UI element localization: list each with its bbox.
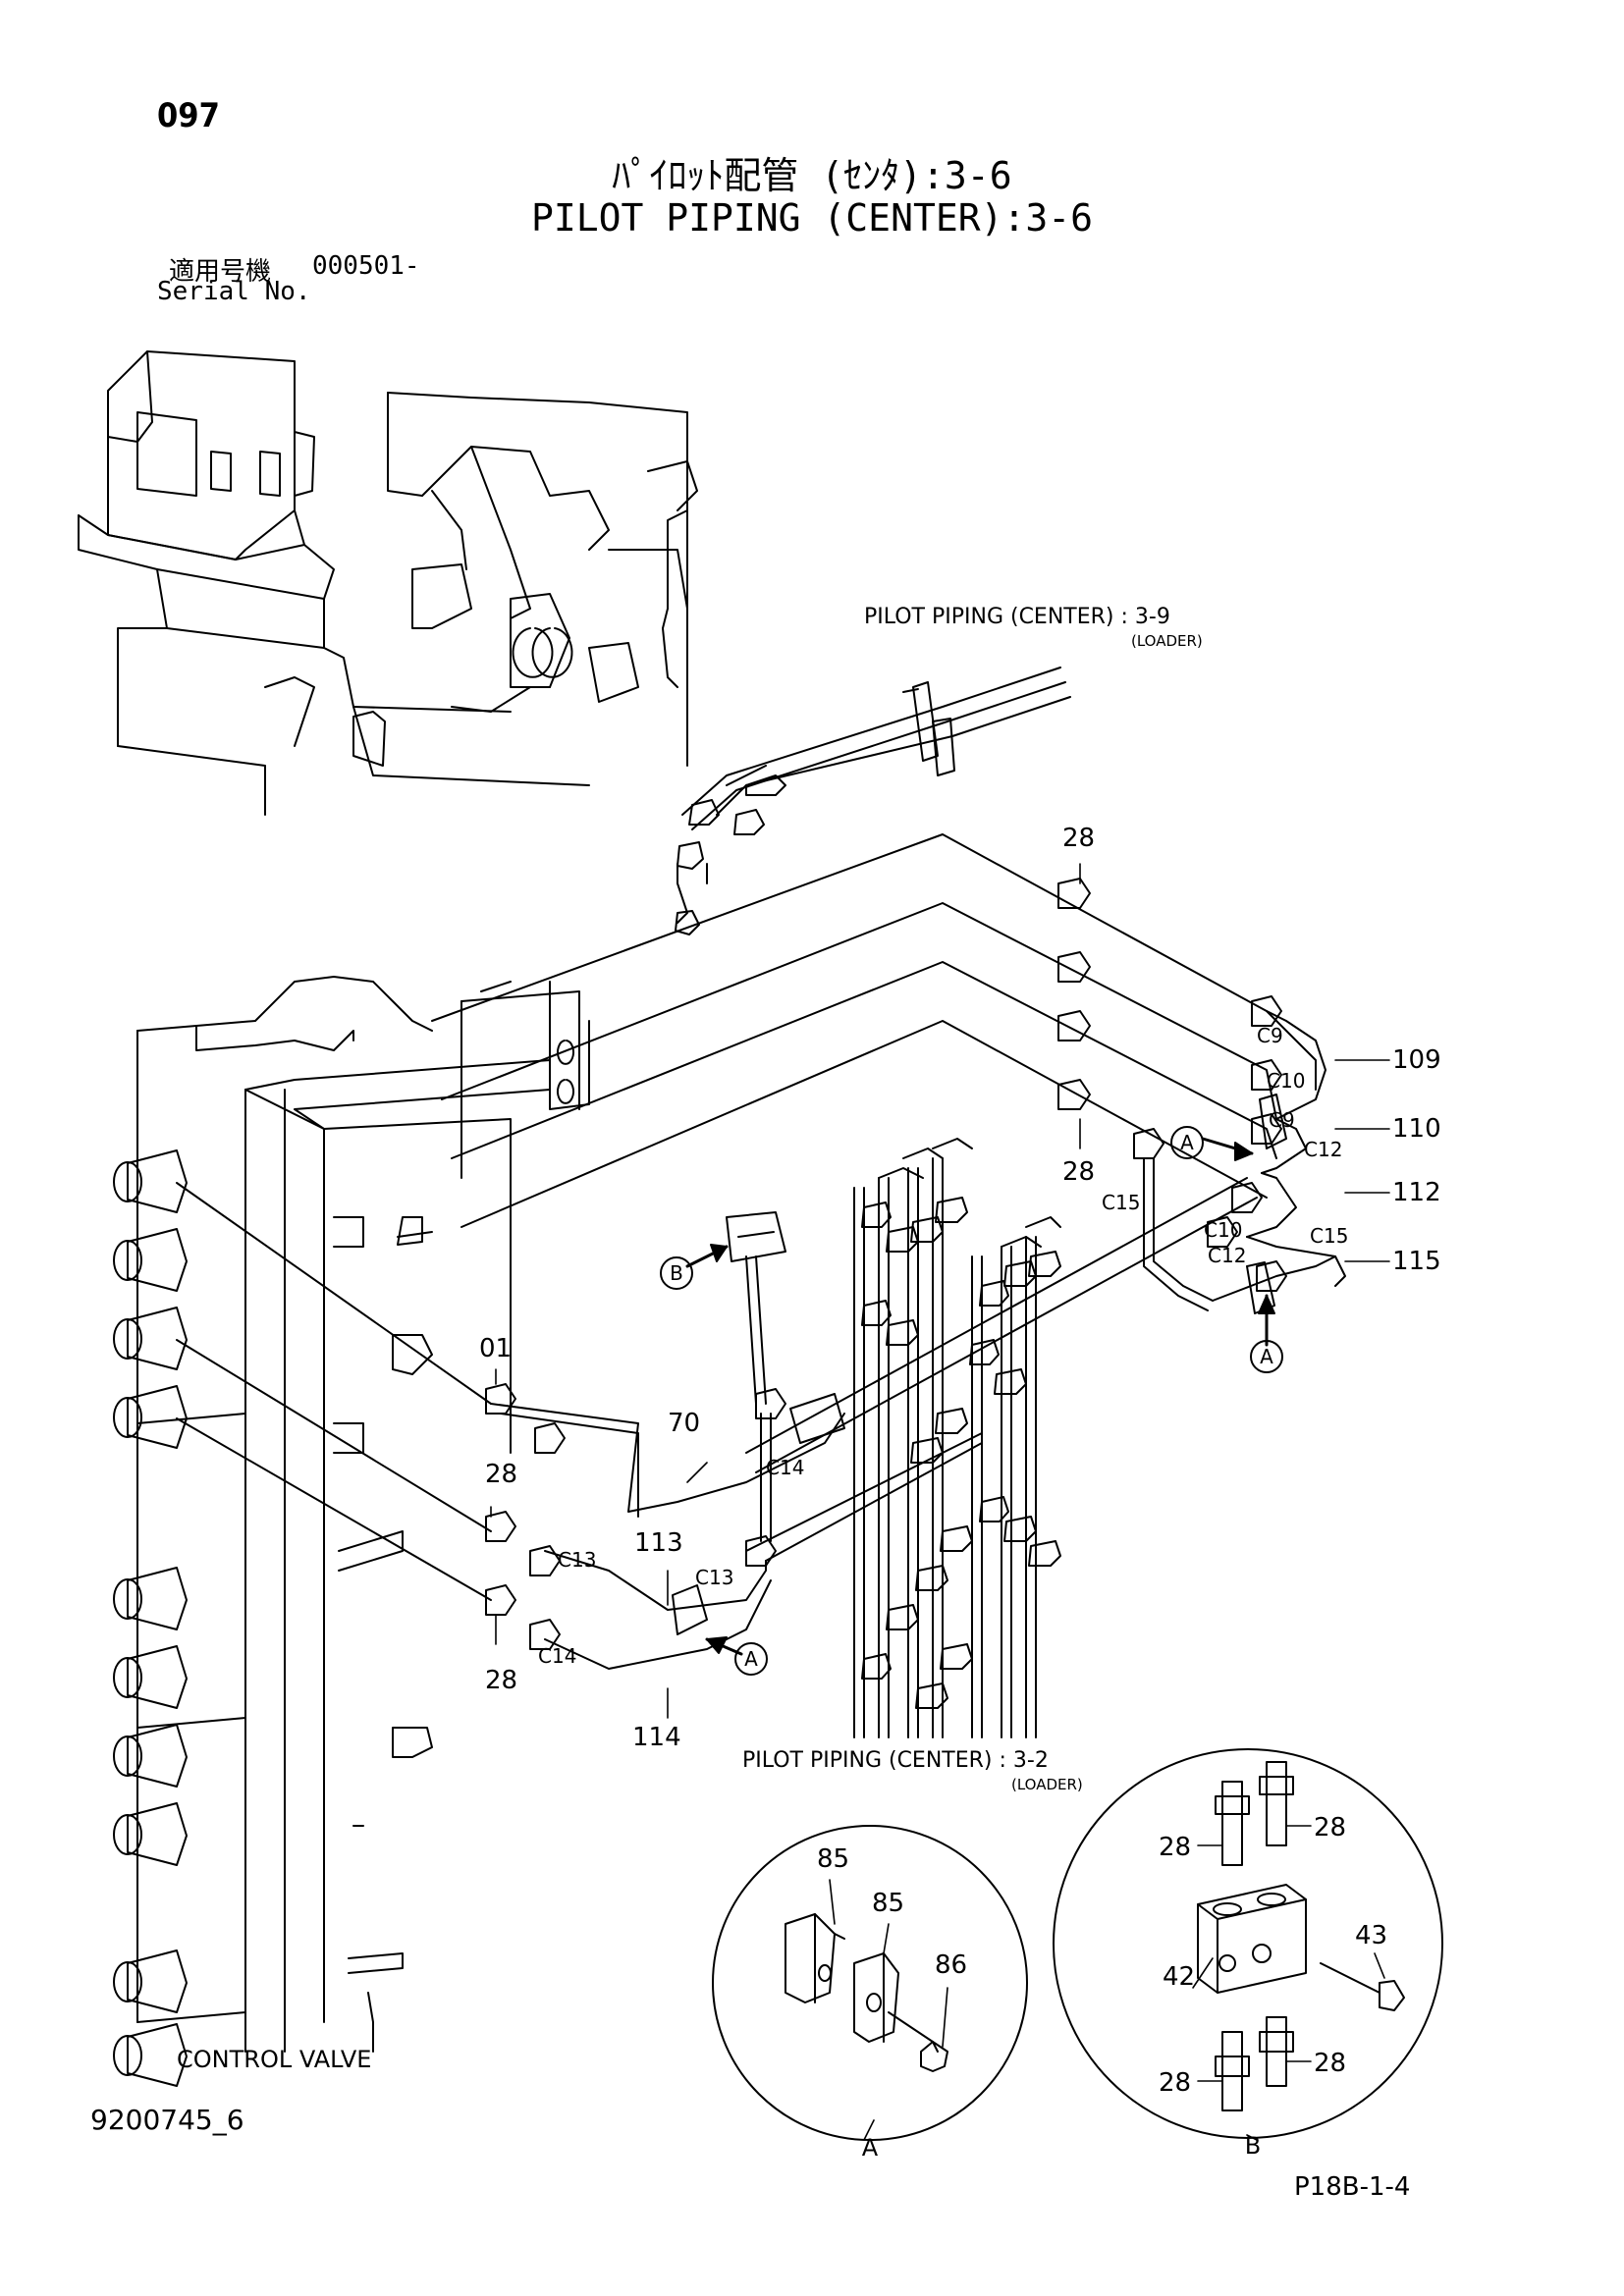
marker-circle-a-lower xyxy=(734,1642,768,1676)
label-28-top: 28 xyxy=(1062,824,1095,853)
label-28-mid: 28 xyxy=(1062,1157,1095,1187)
detail-b-block xyxy=(1197,1761,1405,2111)
label-28-b-ur: 28 xyxy=(1314,1813,1346,1842)
label-115: 115 xyxy=(1392,1247,1441,1276)
vertical-hose-bundle xyxy=(853,1138,1061,1738)
detail-a-clamps xyxy=(785,1913,948,2072)
label-c12-b: C12 xyxy=(1208,1244,1246,1267)
callout-arrows xyxy=(685,1137,1275,1656)
ref-bottom-sub: (LOADER) xyxy=(1011,1776,1083,1793)
label-c9-b: C9 xyxy=(1269,1108,1295,1132)
label-c9-a: C9 xyxy=(1257,1024,1283,1047)
label-43: 43 xyxy=(1355,1921,1387,1950)
hose-fittings xyxy=(861,1197,1061,1709)
label-c14-b: C14 xyxy=(538,1644,576,1668)
machine-body-sketch xyxy=(78,350,698,816)
lower-pipes xyxy=(176,1177,1258,1670)
marker-a-upper-letter: A xyxy=(1180,1131,1194,1154)
label-c15-b: C15 xyxy=(1310,1224,1348,1248)
document-id: 9200745_6 xyxy=(90,2104,244,2136)
label-114: 114 xyxy=(632,1723,681,1752)
detail-a-label: A xyxy=(862,2134,879,2162)
page-number: 097 xyxy=(157,96,220,135)
label-28-b-ul: 28 xyxy=(1159,1833,1191,1862)
serial-label-english: Serial No. xyxy=(157,277,311,306)
marker-a-lower-letter: A xyxy=(744,1647,758,1671)
marker-circle-a-right xyxy=(1250,1340,1283,1373)
serial-number-value: 000501- xyxy=(312,251,420,281)
page-title-japanese: ﾊﾟｲﾛｯﾄ配管 (ｾﾝﾀ):3-6 xyxy=(612,154,1012,197)
marker-letters: A A A B xyxy=(670,1131,1273,1671)
main-pilot-pipes xyxy=(431,833,1346,1311)
control-valve-bank xyxy=(136,976,590,2053)
leader-lines xyxy=(490,863,1390,2141)
marker-a-right-letter: A xyxy=(1260,1345,1273,1368)
serial-label-japanese: 適用号機 xyxy=(169,257,272,287)
label-86: 86 xyxy=(935,1950,967,1980)
label-110: 110 xyxy=(1392,1114,1441,1144)
detail-view-labels: A B xyxy=(862,2132,1261,2162)
marker-circle-a-upper xyxy=(1170,1126,1204,1159)
spool-caps xyxy=(113,1149,188,2087)
label-28-left: 28 xyxy=(485,1460,517,1489)
detail-b-label: B xyxy=(1245,2132,1261,2160)
label-70: 70 xyxy=(668,1409,700,1438)
label-c14-a: C14 xyxy=(766,1456,804,1479)
pipe-fittings xyxy=(485,878,1287,1650)
part-labels: 28 28 109 110 112 115 01 70 28 113 28 11… xyxy=(479,824,1441,2098)
label-c12-a: C12 xyxy=(1304,1138,1342,1161)
marker-b-letter: B xyxy=(670,1261,683,1285)
label-28-bottom: 28 xyxy=(485,1666,517,1695)
label-c10-b: C10 xyxy=(1204,1218,1242,1242)
label-28-b-lr: 28 xyxy=(1314,2049,1346,2078)
label-c10-a: C10 xyxy=(1267,1069,1305,1093)
label-01: 01 xyxy=(479,1334,512,1363)
ref-top: PILOT PIPING (CENTER) : 3-9 xyxy=(864,605,1170,629)
ref-top-sub: (LOADER) xyxy=(1131,632,1203,650)
label-85-b: 85 xyxy=(872,1889,904,1918)
label-c13-b: C13 xyxy=(695,1566,733,1589)
reference-labels: PILOT PIPING (CENTER) : 3-9 (LOADER) PIL… xyxy=(177,605,1203,2073)
label-85-a: 85 xyxy=(817,1844,849,1874)
detail-circle-b xyxy=(1053,1748,1443,2139)
label-109: 109 xyxy=(1392,1045,1441,1075)
label-c13-a: C13 xyxy=(558,1548,596,1572)
sheet-id: P18B-1-4 xyxy=(1294,2172,1411,2202)
label-42: 42 xyxy=(1163,1962,1195,1992)
label-113: 113 xyxy=(634,1528,683,1558)
page-title-english: PILOT PIPING (CENTER):3-6 xyxy=(531,196,1093,240)
label-28-b-ll: 28 xyxy=(1159,2068,1191,2098)
upper-pipe-bundle xyxy=(675,667,1071,935)
marker-circle-b xyxy=(660,1256,693,1290)
label-c15-a: C15 xyxy=(1102,1191,1140,1214)
detail-circle-a xyxy=(712,1825,1028,2141)
ref-bottom: PILOT PIPING (CENTER) : 3-2 xyxy=(742,1748,1049,1773)
control-valve-label: CONTROL VALVE xyxy=(177,2046,371,2073)
label-112: 112 xyxy=(1392,1178,1441,1207)
connector-labels: C9 C10 C9 C12 C15 C10 C15 C12 C14 C13 C1… xyxy=(538,1024,1348,1668)
